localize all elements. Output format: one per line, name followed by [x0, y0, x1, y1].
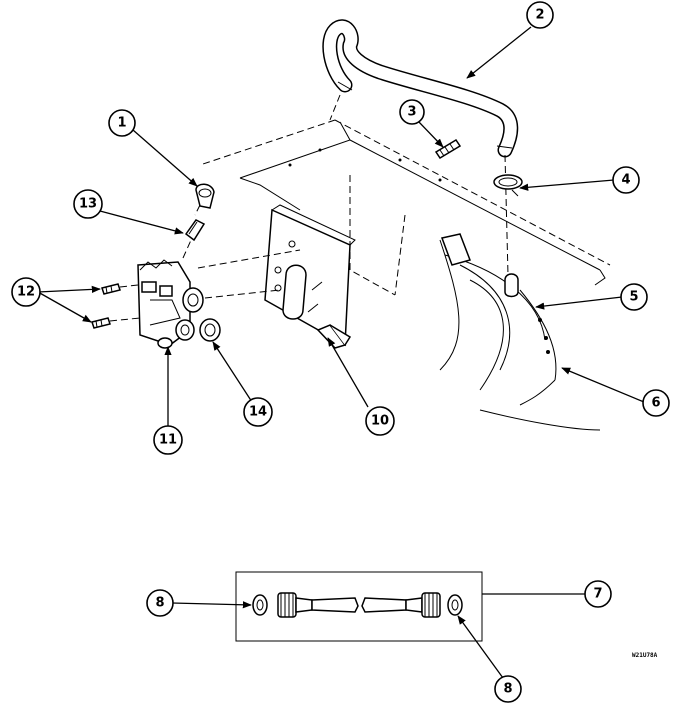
svg-text:8: 8	[503, 682, 512, 697]
svg-text:10: 10	[371, 414, 389, 429]
callout-3: 3	[399, 99, 425, 125]
washer-part-14	[199, 318, 221, 342]
tub-housing	[349, 175, 601, 431]
svg-text:8: 8	[155, 596, 164, 611]
callout-11: 11	[153, 425, 183, 455]
washer-right	[447, 594, 463, 616]
connector-part-13	[184, 219, 206, 242]
svg-text:5: 5	[629, 290, 638, 305]
cabinet-top-panel	[199, 119, 611, 286]
callout-1: 1	[108, 109, 136, 137]
svg-text:2: 2	[535, 8, 544, 23]
hose-guide-line	[504, 154, 509, 276]
washer-left	[252, 594, 268, 616]
hose-part	[322, 19, 519, 158]
hose-guide-line-2	[329, 94, 341, 121]
callout-8-left: 8	[146, 589, 174, 617]
clamp-part-4	[493, 174, 523, 197]
screw-guide-line-2	[109, 317, 141, 322]
screw-part-3	[434, 138, 462, 160]
screw-guide-line	[119, 284, 139, 288]
svg-text:13: 13	[79, 197, 97, 212]
fill-hose	[277, 592, 441, 618]
clamp-part-1	[195, 183, 215, 209]
svg-text:3: 3	[407, 105, 416, 120]
leader-lines	[37, 26, 645, 679]
callout-7: 7	[584, 580, 612, 608]
callout-5: 5	[620, 283, 648, 311]
callout-8-right: 8	[494, 675, 522, 703]
svg-text:1: 1	[117, 116, 126, 131]
water-valve-part-11	[137, 259, 204, 349]
valve-guide-line	[197, 249, 301, 269]
callout-2: 2	[526, 1, 554, 29]
callout-6: 6	[642, 389, 670, 417]
callout-4: 4	[612, 166, 640, 194]
svg-text:6: 6	[651, 396, 660, 411]
callout-13: 13	[73, 189, 103, 219]
svg-text:11: 11	[159, 433, 177, 448]
mounting-bracket-part-10	[264, 204, 356, 349]
svg-text:7: 7	[593, 587, 602, 602]
callout-12: 12	[11, 277, 41, 307]
inset-box-part-7	[235, 571, 483, 642]
valve-guide-line-2	[204, 289, 281, 299]
callout-14: 14	[243, 397, 273, 427]
svg-text:4: 4	[621, 173, 630, 188]
svg-text:12: 12	[17, 285, 35, 300]
screws-part-12	[91, 283, 121, 329]
callout-10: 10	[365, 406, 395, 436]
svg-text:14: 14	[249, 405, 267, 420]
figure-code: W21U78A	[632, 652, 658, 659]
clamp-guide-line	[194, 204, 201, 216]
